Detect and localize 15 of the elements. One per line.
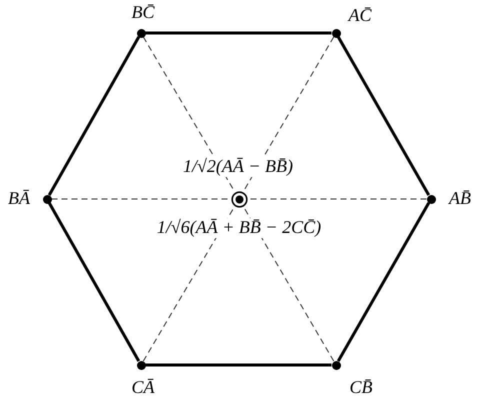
hexagon-side bbox=[336, 202, 430, 362]
hexagon-side bbox=[146, 364, 332, 366]
formula-label: 1/√6(AĀ + BB̄ − 2CC̄) bbox=[154, 218, 324, 238]
circled-dot bbox=[230, 190, 248, 208]
vertex-dot bbox=[332, 28, 340, 38]
hexagon-side bbox=[48, 36, 140, 196]
hexagon-side bbox=[336, 36, 430, 196]
hexagon-side bbox=[146, 32, 332, 34]
vertex-dot bbox=[136, 360, 146, 370]
hexagon-side bbox=[48, 202, 140, 362]
vertex-dot bbox=[426, 194, 436, 204]
vertex-dot bbox=[332, 360, 340, 370]
vertex-dot bbox=[136, 28, 146, 38]
formula-label: 1/√2(AĀ − BB̄) bbox=[181, 157, 295, 177]
vertex-dot bbox=[42, 194, 52, 204]
